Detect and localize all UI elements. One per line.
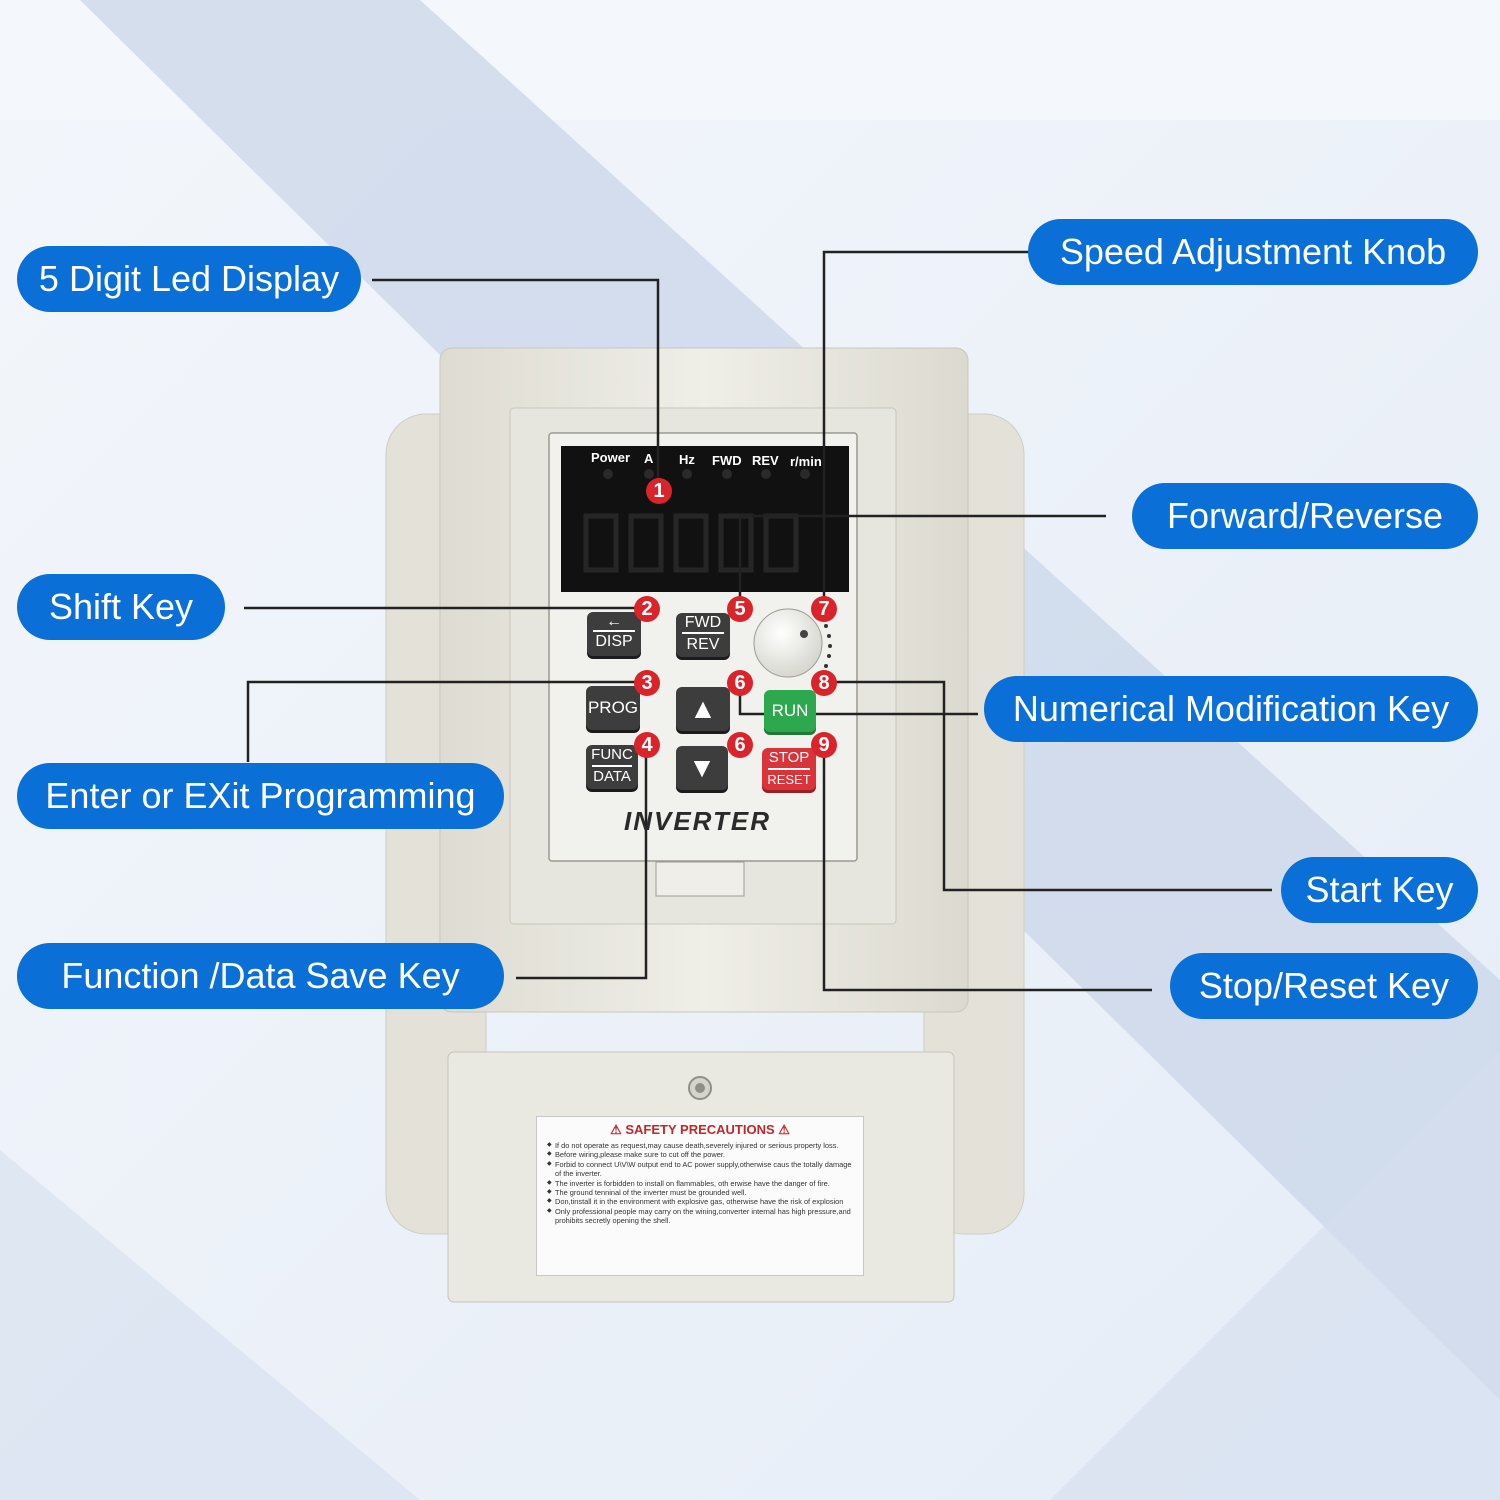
up-key[interactable]: ▲ <box>676 687 730 731</box>
callout-shift-key: Shift Key <box>17 574 225 640</box>
rev-label: REV <box>686 636 720 653</box>
safety-item: The inverter is forbidden to install on … <box>547 1179 853 1189</box>
badge-6-down: 6 <box>727 732 753 758</box>
stop-label: STOP <box>768 749 810 766</box>
down-arrow-icon: ▼ <box>688 752 716 783</box>
func-data-key[interactable]: FUNC DATA <box>586 745 638 789</box>
indicator-rev: REV <box>752 453 779 468</box>
stop-reset-key[interactable]: STOP RESET <box>762 748 816 790</box>
callout-numerical-key: Numerical Modification Key <box>984 676 1478 742</box>
badge-2: 2 <box>634 596 660 622</box>
safety-item: Before wiring,please make sure to cut of… <box>547 1150 853 1160</box>
callout-enter-exit: Enter or EXit Programming <box>17 763 504 829</box>
safety-label: ⚠ SAFETY PRECAUTIONS ⚠ If do not operate… <box>536 1116 864 1276</box>
badge-1: 1 <box>646 478 672 504</box>
callout-led-display: 5 Digit Led Display <box>17 246 361 312</box>
fwd-label: FWD <box>684 614 722 631</box>
down-key[interactable]: ▼ <box>676 746 728 790</box>
indicator-rmin: r/min <box>790 454 822 469</box>
key-divider <box>768 768 810 770</box>
shift-arrow-icon: ← <box>606 613 622 630</box>
warning-icon: ⚠ <box>778 1122 790 1137</box>
badge-8: 8 <box>811 670 837 696</box>
run-key[interactable]: RUN <box>764 690 816 732</box>
warning-icon: ⚠ <box>610 1122 622 1137</box>
safety-item: Don,tinstall it in the environment with … <box>547 1197 853 1207</box>
badge-7: 7 <box>811 596 837 622</box>
indicator-fwd: FWD <box>712 453 742 468</box>
callout-function-save: Function /Data Save Key <box>17 943 504 1009</box>
fwd-rev-key[interactable]: FWD REV <box>676 613 730 657</box>
shift-disp-key[interactable]: ← DISP <box>587 612 641 656</box>
callout-stop-reset: Stop/Reset Key <box>1170 953 1478 1019</box>
disp-label: DISP <box>595 633 633 650</box>
badge-4: 4 <box>634 732 660 758</box>
safety-title-text: SAFETY PRECAUTIONS <box>625 1122 775 1137</box>
safety-item: Only professional people may carry on th… <box>547 1207 853 1226</box>
indicator-power: Power <box>591 450 631 465</box>
indicator-a: A <box>644 451 654 466</box>
badge-3: 3 <box>634 670 660 696</box>
brand-label: INVERTER <box>624 806 771 836</box>
knob-control[interactable] <box>754 609 822 677</box>
safety-item: If do not operate as request,may cause d… <box>547 1141 853 1151</box>
badge-5: 5 <box>727 596 753 622</box>
callout-forward-reverse: Forward/Reverse <box>1132 483 1478 549</box>
prog-key[interactable]: PROG <box>586 686 640 730</box>
key-divider <box>682 632 724 634</box>
badge-9: 9 <box>811 732 837 758</box>
safety-title: ⚠ SAFETY PRECAUTIONS ⚠ <box>537 1122 863 1138</box>
indicator-hz: Hz <box>679 452 695 467</box>
safety-list: If do not operate as request,may cause d… <box>537 1141 863 1226</box>
key-divider <box>592 765 632 767</box>
safety-item: The ground tenninal of the inverter must… <box>547 1188 853 1198</box>
key-divider <box>593 630 635 632</box>
up-arrow-icon: ▲ <box>689 693 717 724</box>
badge-6-up: 6 <box>727 670 753 696</box>
reset-label: RESET <box>767 772 811 787</box>
callout-start-key: Start Key <box>1281 857 1478 923</box>
safety-item: Forbid to connect U\V\W output end to AC… <box>547 1160 853 1179</box>
callout-speed-knob: Speed Adjustment Knob <box>1028 219 1478 285</box>
data-label: DATA <box>593 768 631 785</box>
func-label: FUNC <box>591 746 633 763</box>
